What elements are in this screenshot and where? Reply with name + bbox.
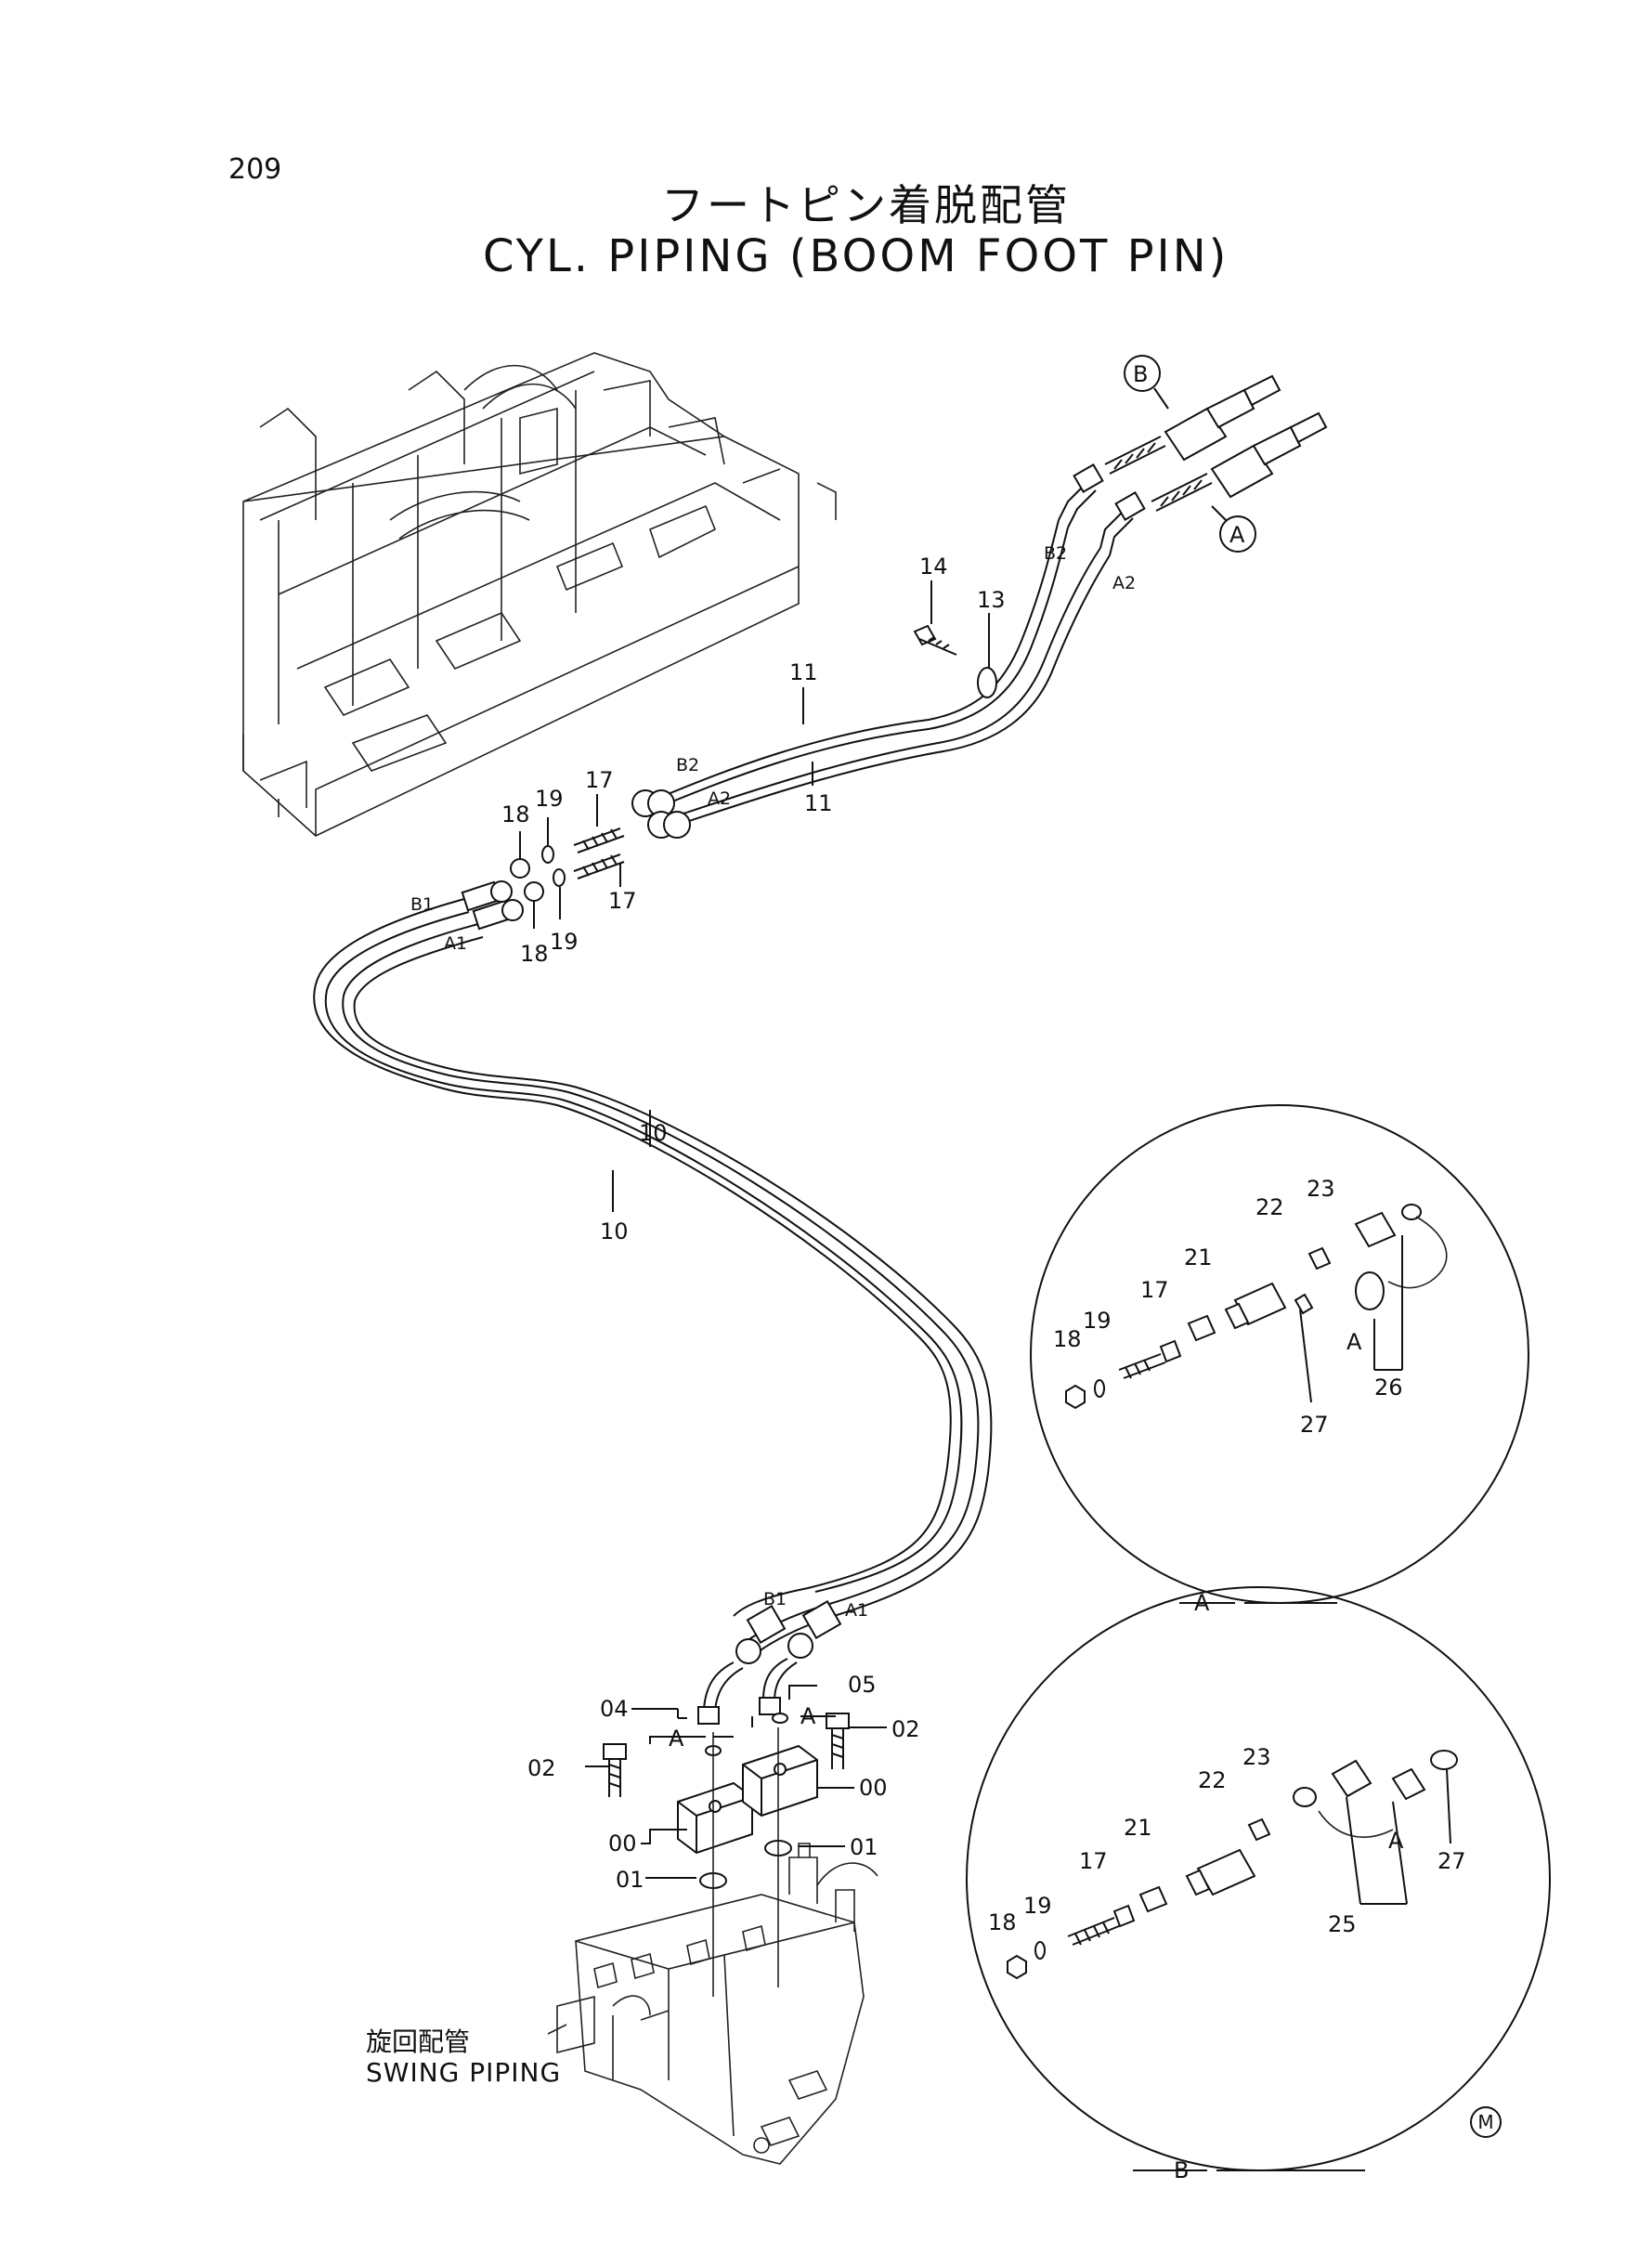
fittings-17-18-19	[510, 827, 625, 902]
port-a1-bottom: A1	[845, 1600, 868, 1621]
port-b2-mid: B2	[676, 755, 699, 775]
callout-labels: B A 14 13 11 11 17 17 18 18 19 19 10 10 …	[410, 361, 1466, 2183]
port-b2-top: B2	[1044, 543, 1067, 564]
detail-b-part-21: 21	[1124, 1815, 1152, 1841]
detail-a-part-18: 18	[1053, 1326, 1082, 1352]
hose-10-pair	[313, 898, 993, 1656]
mid-couplers	[631, 789, 691, 839]
callout-14: 14	[919, 554, 948, 580]
detail-b-part-23: 23	[1242, 1744, 1271, 1770]
title-japanese: フートピン着脱配管	[661, 180, 1071, 230]
callout-00-left: 00	[608, 1831, 637, 1857]
callout-13: 13	[977, 587, 1006, 613]
swing-piping-label-english: SWING PIPING	[366, 2057, 562, 2088]
detail-b-part-19: 19	[1023, 1893, 1052, 1919]
machine-frame-drawing	[242, 352, 837, 837]
bottom-couplers	[697, 1600, 842, 1725]
port-a2-top: A2	[1112, 573, 1136, 593]
callout-01-left: 01	[616, 1867, 644, 1893]
detail-b-part-a: A	[1388, 1828, 1404, 1854]
detail-circle-b	[966, 1586, 1551, 2171]
detail-b-part-27: 27	[1437, 1848, 1466, 1874]
detail-a-part-a: A	[1346, 1329, 1362, 1355]
callout-b-top: B	[1133, 361, 1148, 387]
callout-18-lower: 18	[520, 941, 549, 967]
detail-a-part-22: 22	[1255, 1194, 1284, 1220]
detail-circle-a	[1030, 1104, 1529, 1604]
detail-a-part-17: 17	[1140, 1277, 1169, 1303]
page-number: 209	[228, 153, 282, 186]
port-b1-bottom: B1	[763, 1589, 787, 1609]
port-b1-left: B1	[410, 894, 434, 915]
detail-a-part-19: 19	[1083, 1308, 1112, 1334]
callout-01-right: 01	[850, 1834, 878, 1860]
detail-a-part-27: 27	[1300, 1412, 1329, 1438]
callout-a-section-left: A	[669, 1726, 684, 1752]
detail-a-part-26: 26	[1374, 1375, 1403, 1401]
callout-17-lower: 17	[608, 888, 637, 914]
swing-piping-label-japanese: 旋回配管	[366, 2026, 471, 2057]
callout-02-left: 02	[527, 1755, 556, 1781]
detail-a-part-21: 21	[1184, 1244, 1213, 1270]
callout-02-right: 02	[891, 1716, 920, 1742]
corner-mark: M	[1470, 2106, 1502, 2138]
callout-04: 04	[600, 1696, 629, 1722]
detail-b-title: B	[1174, 2157, 1189, 2183]
callout-18-upper: 18	[501, 801, 530, 827]
detail-b-part-22: 22	[1198, 1767, 1227, 1793]
detail-a-part-23: 23	[1307, 1176, 1335, 1202]
title-english: CYL. PIPING (BOOM FOOT PIN)	[483, 230, 1229, 282]
callout-leaders	[519, 355, 1256, 1879]
left-couplers	[461, 880, 524, 931]
flange-blocks	[603, 1713, 850, 1997]
callout-19-lower: 19	[550, 929, 579, 955]
control-valve-drawing	[547, 1843, 878, 2165]
callout-a-section-right: A	[800, 1703, 816, 1729]
port-a2-mid: A2	[708, 788, 731, 809]
callout-11-upper: 11	[789, 659, 818, 685]
callout-10-lower: 10	[600, 1218, 629, 1244]
callout-05: 05	[848, 1672, 877, 1698]
port-a1-left: A1	[444, 933, 467, 954]
upper-couplers	[1058, 374, 1328, 556]
callout-17-upper: 17	[585, 767, 614, 793]
detail-b-part-25: 25	[1328, 1911, 1357, 1937]
hose-11-pair	[660, 519, 1111, 826]
callout-11-lower: 11	[804, 790, 833, 816]
callout-a-top: A	[1229, 522, 1245, 548]
detail-a-title: A	[1194, 1590, 1210, 1616]
callout-10-upper: 10	[639, 1120, 668, 1146]
detail-b-part-17: 17	[1079, 1848, 1108, 1874]
callout-00-right: 00	[859, 1775, 888, 1801]
detail-b-part-18: 18	[988, 1909, 1017, 1935]
callout-19-upper: 19	[535, 786, 564, 812]
